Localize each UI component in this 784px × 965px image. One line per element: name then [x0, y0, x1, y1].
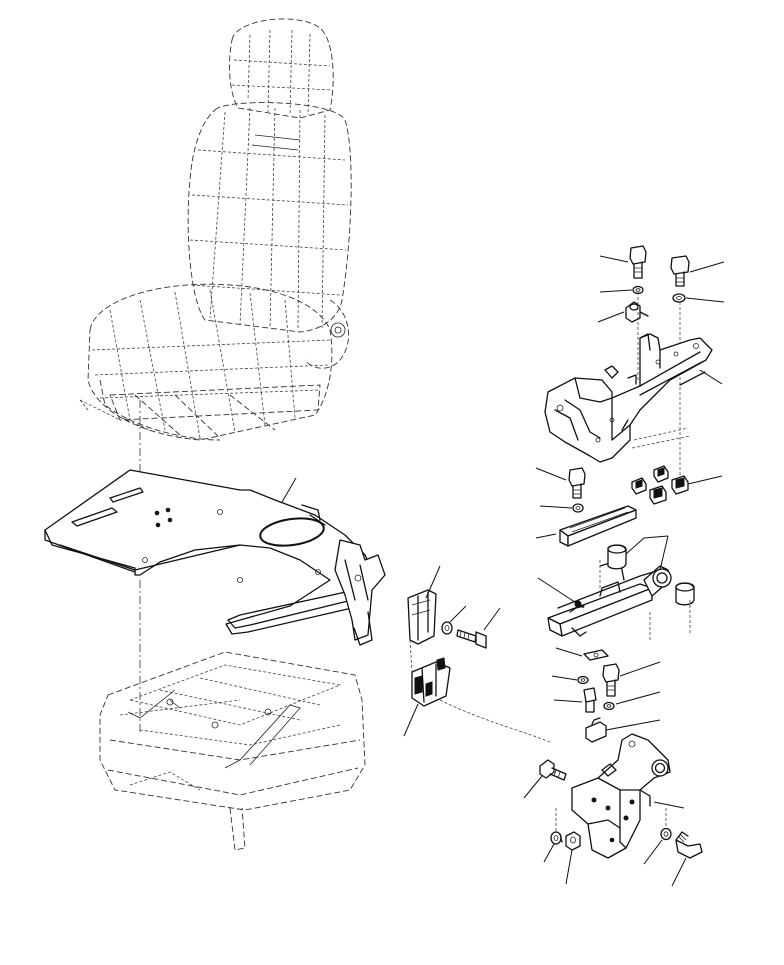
seat-mounting-plate	[44, 469, 386, 646]
washer-mid	[551, 675, 589, 685]
slide-arm-assembly	[537, 559, 672, 637]
bushing-guides	[599, 560, 691, 640]
slide-block	[631, 465, 723, 505]
adjustment-mechanism-bracket	[544, 333, 723, 463]
lower-washer	[539, 503, 584, 513]
console-bracket-clamp-lower	[403, 657, 451, 737]
stud-mid	[553, 687, 597, 713]
assembly-axis-3	[121, 417, 151, 431]
upper-washer-2	[672, 293, 725, 303]
clamp-bolt	[456, 607, 501, 649]
console-bracket-clamp-upper	[407, 565, 441, 645]
clamp-axis	[409, 639, 413, 673]
nut	[543, 831, 581, 885]
seat-assembly	[79, 18, 352, 441]
rail-guide	[631, 427, 691, 449]
stud-bolt	[523, 759, 567, 799]
mounting-bolt	[671, 831, 703, 887]
slide-rail	[535, 505, 637, 547]
lower-bolt	[535, 467, 586, 499]
lower-axis	[555, 808, 667, 832]
upper-washer	[599, 285, 644, 295]
clamp-plate	[555, 647, 609, 661]
bolt-mid	[602, 661, 661, 697]
lower-right-washer	[643, 827, 672, 865]
clamp-washer	[441, 605, 467, 635]
washer-mid-2	[603, 691, 661, 711]
hose-clip	[597, 301, 649, 323]
column-bracket	[571, 733, 685, 859]
upper-bolt	[599, 245, 647, 279]
hose-path	[439, 699, 551, 743]
seat-suspension-base	[99, 651, 366, 851]
pivot-bushing	[607, 535, 695, 606]
upper-bolt-2	[670, 255, 725, 287]
spring-washer	[550, 831, 563, 845]
clip-mid	[585, 717, 661, 743]
